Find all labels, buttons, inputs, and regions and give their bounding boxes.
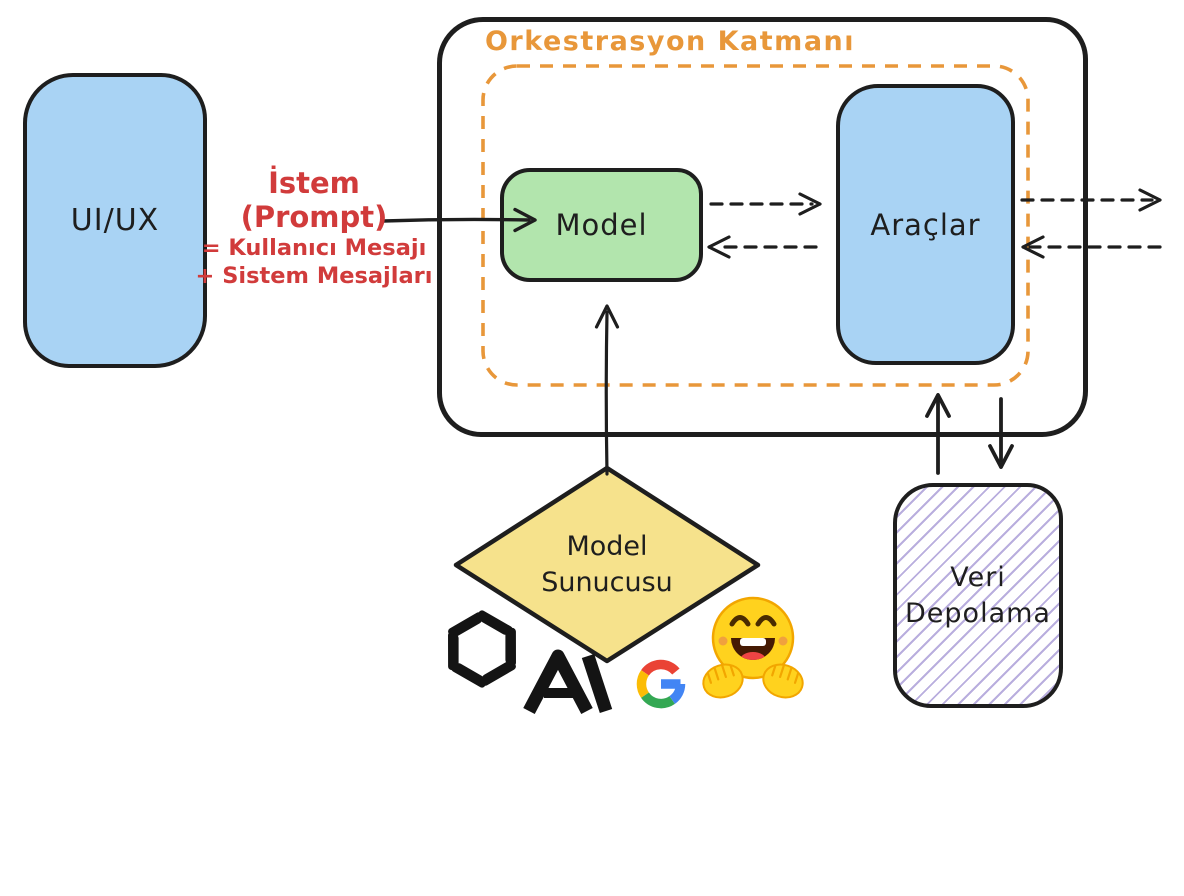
model-server-label-line1: Model [566, 531, 648, 562]
prompt-line-istem: İstem [268, 166, 360, 200]
openai-logo-icon [448, 610, 516, 688]
uiux-node: UI/UX [23, 73, 207, 368]
prompt-line-user-message: = Kullanıcı Mesajı [201, 235, 427, 261]
data-storage-label-line2: Depolama [905, 597, 1051, 629]
orchestration-layer-container [437, 17, 1088, 437]
model-node: Model [500, 168, 703, 282]
data-storage-label-line1: Veri [950, 561, 1006, 593]
uiux-label: UI/UX [70, 203, 160, 238]
anthropic-logo-icon [523, 649, 613, 715]
model-server-label-line2: Sunucusu [541, 567, 673, 598]
model-label: Model [555, 208, 648, 242]
prompt-line-prompt: (Prompt) [240, 200, 388, 234]
model-server-label: Model Sunucusu [507, 529, 707, 601]
prompt-annotation: İstem (Prompt) = Kullanıcı Mesajı + Sist… [188, 166, 440, 290]
orchestration-layer-title: Orkestrasyon Katmanı [484, 26, 856, 57]
tools-node: Araçlar [836, 84, 1015, 365]
google-logo-icon [636, 659, 686, 709]
data-storage-node: Veri Depolama [893, 483, 1063, 708]
huggingface-logo-icon [702, 596, 804, 699]
tools-label: Araçlar [870, 207, 981, 242]
prompt-line-system-message: + Sistem Mesajları [195, 263, 433, 289]
